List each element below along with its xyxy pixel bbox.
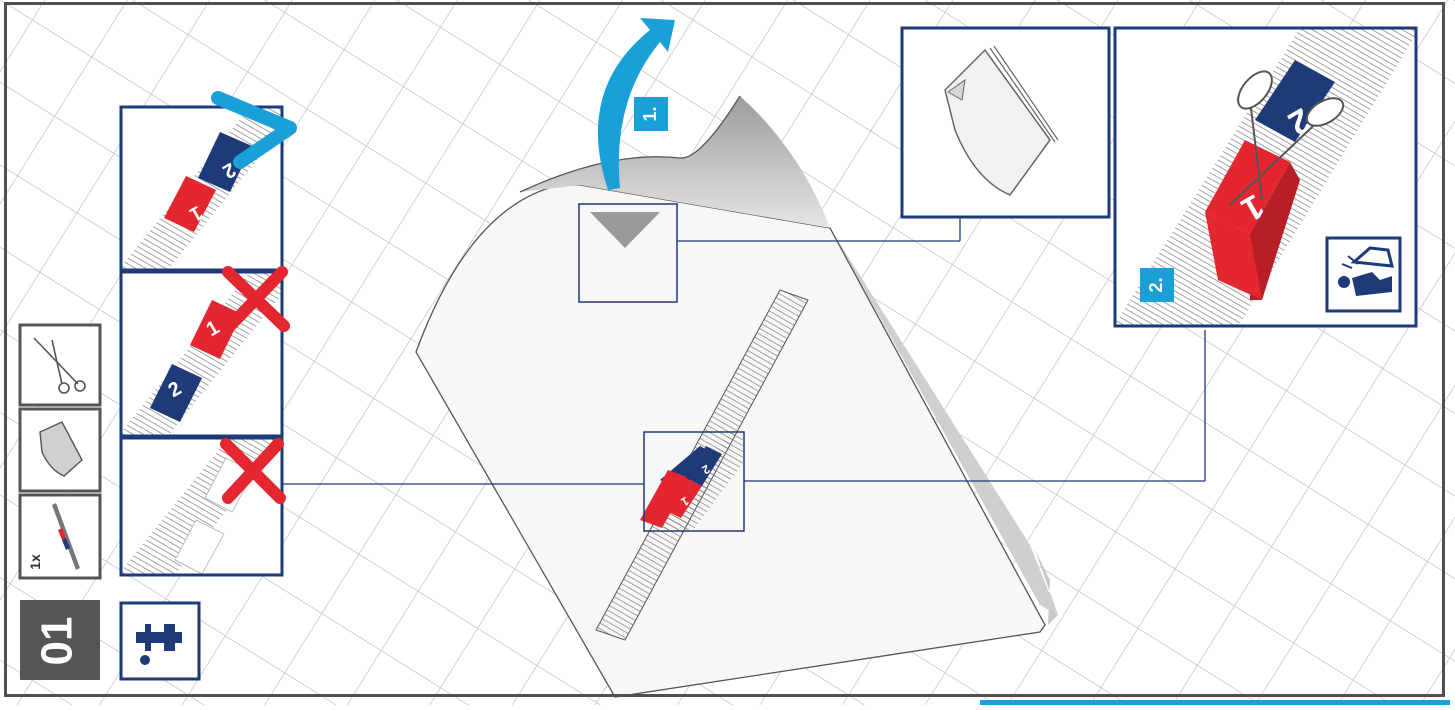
info-icon bbox=[140, 655, 150, 665]
cross-icon bbox=[222, 266, 290, 332]
action-1-badge bbox=[634, 97, 668, 131]
step-number: 01 bbox=[33, 617, 82, 666]
sidebar-tool-cloth bbox=[18, 407, 102, 493]
check-icon bbox=[211, 91, 297, 169]
foil-corner-detail-box bbox=[578, 203, 678, 303]
rail-bundle-icon bbox=[52, 503, 80, 570]
sidebar-tool-rails: 1x bbox=[18, 493, 102, 580]
rail-quantity: 1x bbox=[27, 554, 43, 570]
sidebar-tool-scissors bbox=[18, 323, 102, 407]
cloth-detail-panel bbox=[900, 26, 1111, 219]
action-2-badge bbox=[1140, 268, 1174, 302]
caution-person-icon bbox=[1325, 236, 1402, 313]
left-panel-correct: 1 2 bbox=[119, 91, 297, 272]
left-panel-wrong-orientation: 2 1 bbox=[119, 266, 290, 438]
action-1-label: 1. bbox=[640, 106, 660, 121]
action-2-label: 2. bbox=[1146, 277, 1166, 292]
scissors-icon bbox=[1229, 70, 1345, 206]
bottom-accent-bar bbox=[980, 700, 1450, 705]
folded-cloth-icon bbox=[39, 421, 83, 477]
cross-icon bbox=[220, 438, 286, 504]
info-box bbox=[119, 601, 201, 681]
page-frame bbox=[4, 2, 1445, 697]
left-panel-unlabeled bbox=[119, 436, 286, 577]
scissors-icon bbox=[33, 337, 86, 394]
lift-arrow bbox=[597, 18, 675, 190]
step-badge bbox=[20, 600, 100, 680]
